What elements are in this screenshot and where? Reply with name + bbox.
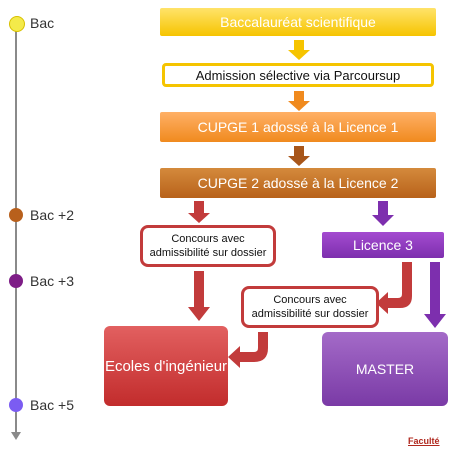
timeline-label-bac: Bac bbox=[30, 15, 55, 31]
timeline-label-bac-plus-5: Bac +5 bbox=[30, 397, 74, 413]
timeline-arrowhead bbox=[11, 432, 21, 440]
timeline-axis bbox=[15, 18, 17, 438]
timeline-dot-bac-plus-2 bbox=[9, 208, 23, 222]
arrow-licence3-to-concours2 bbox=[376, 262, 412, 314]
arrow-admission-to-cupge1 bbox=[288, 91, 310, 111]
timeline-dot-bac bbox=[9, 16, 25, 32]
box-baccalaureat: Baccalauréat scientifique bbox=[160, 8, 436, 36]
arrow-bac-to-admission bbox=[288, 40, 310, 60]
arrow-cupge1-to-cupge2 bbox=[288, 146, 310, 166]
box-ecoles-ingenieur: Ecoles d'ingénieur bbox=[104, 326, 228, 406]
box-cupge2: CUPGE 2 adossé à la Licence 2 bbox=[160, 168, 436, 198]
timeline-label-bac-plus-3: Bac +3 bbox=[30, 273, 74, 289]
timeline-label-bac-plus-2: Bac +2 bbox=[30, 207, 74, 223]
box-licence3: Licence 3 bbox=[322, 232, 444, 258]
faculte-logo: Faculté bbox=[408, 436, 440, 446]
arrow-concours1-to-ecoles bbox=[188, 271, 210, 321]
arrow-cupge2-to-concours1 bbox=[188, 201, 210, 223]
arrow-cupge2-to-licence3 bbox=[372, 201, 394, 226]
arrow-licence3-to-master bbox=[424, 262, 446, 328]
box-master: MASTER bbox=[322, 332, 448, 406]
box-cupge1: CUPGE 1 adossé à la Licence 1 bbox=[160, 112, 436, 142]
arrow-concours2-to-ecoles bbox=[228, 332, 268, 368]
timeline-dot-bac-plus-5 bbox=[9, 398, 23, 412]
box-concours-cupge: Concours avec admissibilité sur dossier bbox=[140, 225, 276, 267]
box-concours-licence3: Concours avec admissibilité sur dossier bbox=[241, 286, 379, 328]
timeline-dot-bac-plus-3 bbox=[9, 274, 23, 288]
box-admission-parcoursup: Admission sélective via Parcoursup bbox=[162, 63, 434, 87]
